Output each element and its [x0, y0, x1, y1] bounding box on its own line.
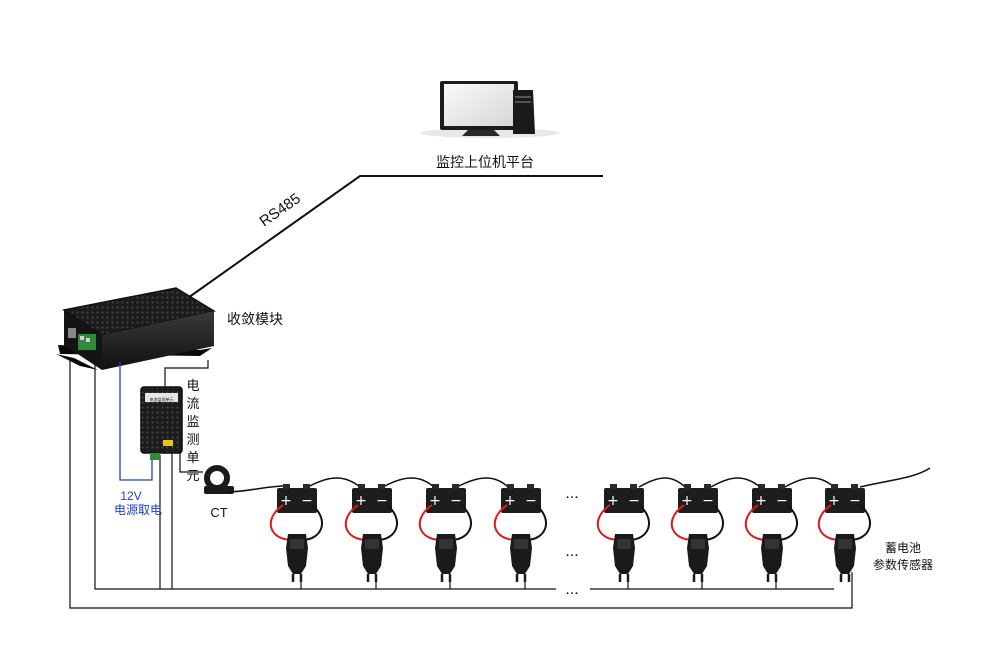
convergence-module-icon — [56, 287, 217, 370]
module-label: 收敛模块 — [227, 311, 283, 327]
battery-string — [225, 467, 931, 589]
current-unit-char: 测 — [186, 432, 199, 447]
rs485-line — [184, 175, 603, 301]
battery-icon — [277, 484, 317, 513]
unit-plate-label: 电流监测单元 — [150, 396, 174, 402]
sensor-bus-wire — [94, 364, 556, 590]
battery-sensor-icon — [685, 532, 711, 584]
current-unit-char: 元 — [186, 468, 199, 483]
ellipsis-sensors: ... — [565, 543, 578, 560]
battery-icon — [825, 484, 865, 513]
battery-sensor-icon — [508, 532, 534, 584]
monitoring-computer-icon — [420, 81, 560, 138]
current-unit-char: 单 — [186, 450, 199, 465]
battery-sensor-icon — [832, 532, 858, 584]
sensor-subtitle-label: 参数传感器 — [873, 557, 933, 572]
ct-label: CT — [210, 505, 227, 520]
power-source-label: 电源取电 — [114, 503, 162, 517]
battery-icon — [352, 484, 392, 513]
battery-icon — [752, 484, 792, 513]
outer-signal-wire — [69, 358, 853, 609]
battery-icon — [426, 484, 466, 513]
module-to-unit-wire — [164, 360, 209, 386]
current-unit-char: 监 — [186, 414, 199, 429]
battery-icon — [604, 484, 644, 513]
current-unit-char: 电 — [186, 378, 199, 393]
battery-sensor-icon — [611, 532, 637, 584]
sensor-title-label: 蓄电池 — [885, 541, 921, 555]
battery-sensor-icon — [359, 532, 385, 584]
battery-sensor-icon — [433, 532, 459, 584]
battery-icon — [501, 484, 541, 513]
power-wire — [119, 362, 153, 481]
rs485-label: RS485 — [257, 190, 304, 230]
battery-sensor-icon — [284, 532, 310, 584]
battery-icon — [678, 484, 718, 513]
power-voltage-label: 12V — [120, 489, 141, 503]
ct-clamp-icon — [204, 465, 234, 494]
current-unit-char: 流 — [186, 396, 199, 411]
current-monitoring-unit-icon — [140, 386, 183, 460]
battery-sensor-icon — [759, 532, 785, 584]
ellipsis-batteries: ... — [565, 485, 578, 502]
current-unit-label: 电 流 监 测 单 元 — [186, 378, 199, 483]
platform-label: 监控上位机平台 — [436, 154, 534, 170]
ellipsis-bus: ... — [565, 581, 578, 598]
